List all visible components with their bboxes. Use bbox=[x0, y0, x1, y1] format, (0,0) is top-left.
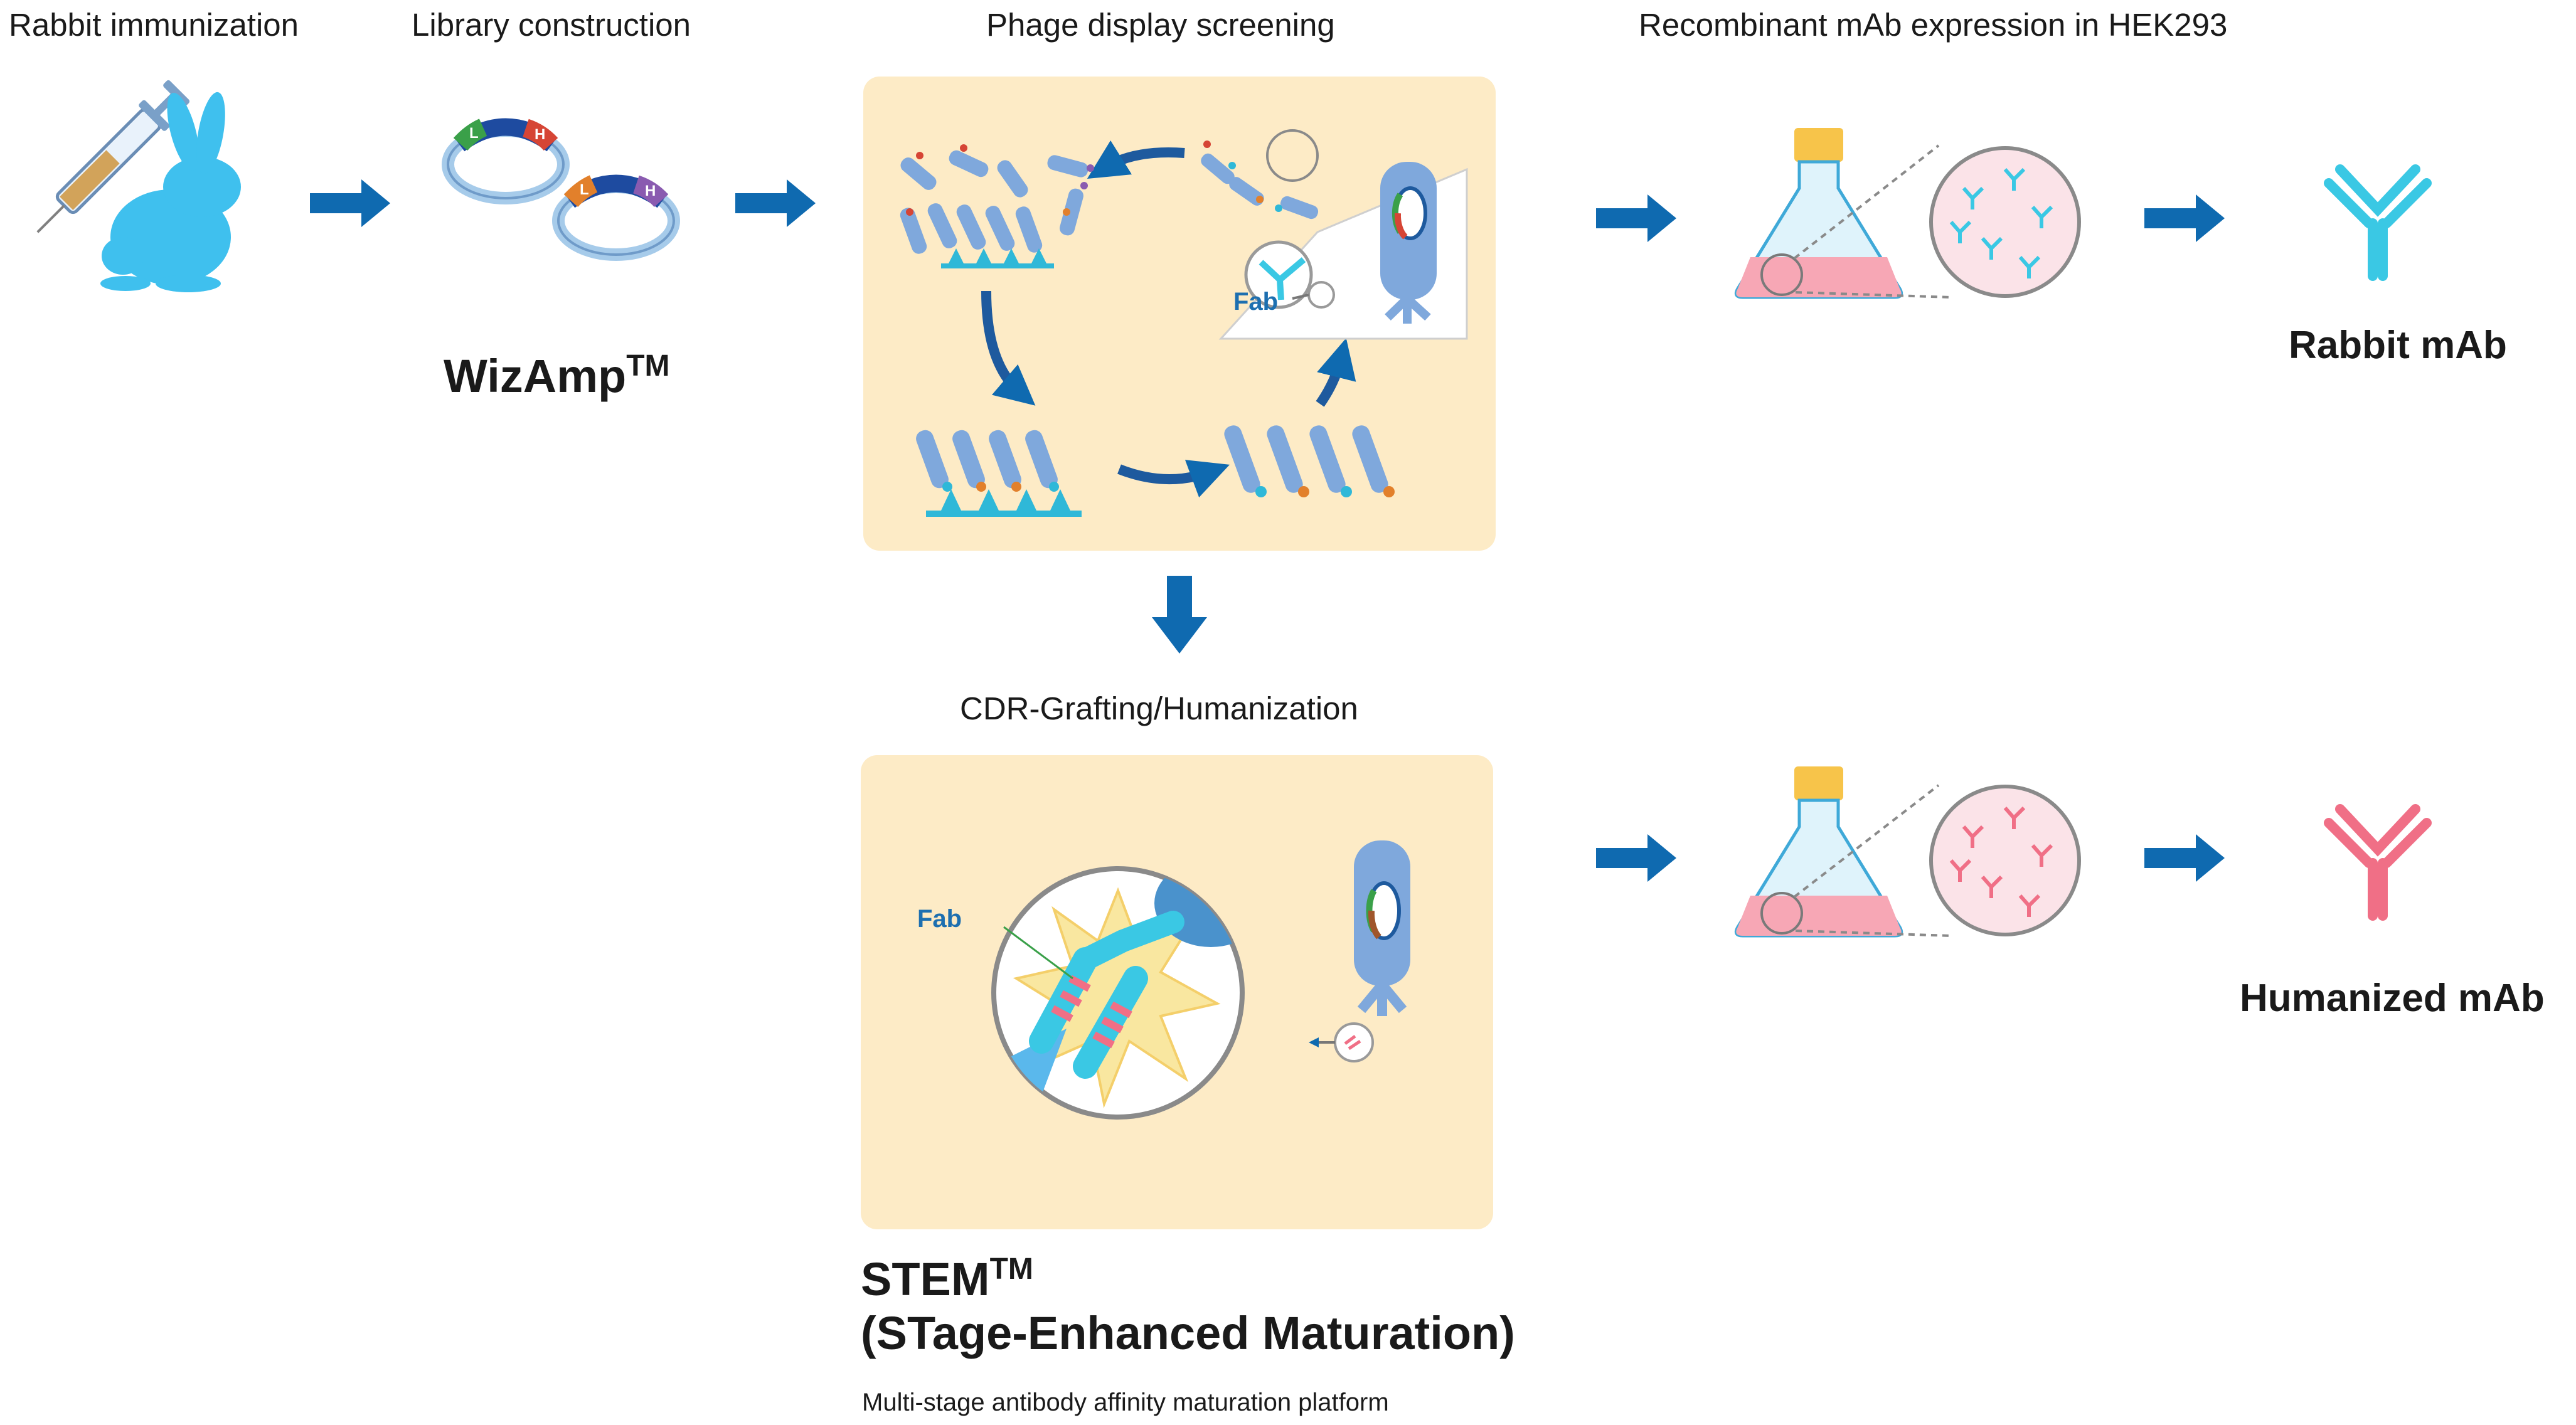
arrow-right-icon bbox=[2144, 194, 2225, 242]
cycle-arrow-icon bbox=[1117, 460, 1230, 498]
cycle-arrow-icon bbox=[1087, 140, 1185, 179]
arrow-down-icon bbox=[1152, 576, 1207, 654]
plasmid-heavy-label: H bbox=[645, 183, 656, 199]
fab-label: Fab bbox=[1233, 288, 1278, 315]
plasmid-light-label: L bbox=[580, 181, 589, 198]
phage-icon bbox=[1354, 840, 1410, 1016]
arrow-right-icon bbox=[310, 179, 390, 227]
stem-illustration: Fab bbox=[917, 840, 1410, 1120]
output-humanized-mab: Humanized mAb bbox=[2240, 977, 2545, 1020]
stem-description: Multi-stage antibody affinity maturation… bbox=[862, 1389, 1389, 1416]
antibody-icon bbox=[2324, 804, 2432, 921]
cycle-arrow-icon bbox=[1316, 337, 1356, 407]
stem-tm: TM bbox=[989, 1253, 1033, 1286]
step-label-immunization: Rabbit immunization bbox=[9, 7, 299, 43]
plasmid-icon: L H bbox=[552, 174, 680, 261]
stem-full-name: (STage-Enhanced Maturation) bbox=[861, 1306, 1515, 1359]
stem-title: STEMTM (STage-Enhanced Maturation) bbox=[861, 1252, 1515, 1360]
phage-icon bbox=[916, 430, 1058, 489]
flask-icon bbox=[1734, 766, 2081, 938]
step-label-phage: Phage display screening bbox=[986, 7, 1335, 43]
plasmid-icon: L H bbox=[442, 118, 570, 204]
syringe-icon bbox=[36, 80, 190, 233]
wizamp-tm: TM bbox=[626, 349, 670, 383]
wizamp-title: WizAmpTM bbox=[444, 349, 670, 403]
phage-icon bbox=[900, 150, 1088, 254]
stem-name: STEM bbox=[861, 1253, 990, 1305]
step-label-cdr: CDR-Grafting/Humanization bbox=[960, 691, 1358, 726]
step-label-library: Library construction bbox=[412, 7, 691, 43]
arrow-right-icon bbox=[1596, 834, 1676, 882]
wizamp-name: WizAmp bbox=[444, 350, 627, 402]
output-rabbit-mab: Rabbit mAb bbox=[2289, 324, 2507, 367]
phage-icon bbox=[1201, 153, 1319, 220]
plasmid-heavy-label: H bbox=[535, 126, 545, 143]
arrow-right-icon bbox=[2144, 834, 2225, 882]
antibody-icon bbox=[2324, 164, 2432, 281]
phage-screening-cycle: Fab bbox=[900, 129, 1468, 517]
fab-label: Fab bbox=[917, 905, 962, 933]
phage-icon bbox=[1224, 425, 1388, 493]
arrow-right-icon bbox=[735, 179, 816, 227]
step-label-expression: Recombinant mAb expression in HEK293 bbox=[1639, 7, 2228, 43]
rabbit-icon bbox=[100, 92, 241, 292]
cycle-arrow-icon bbox=[981, 290, 1036, 406]
flask-icon bbox=[1734, 128, 2081, 299]
plasmid-light-label: L bbox=[469, 125, 479, 142]
arrow-right-icon bbox=[1596, 194, 1676, 242]
